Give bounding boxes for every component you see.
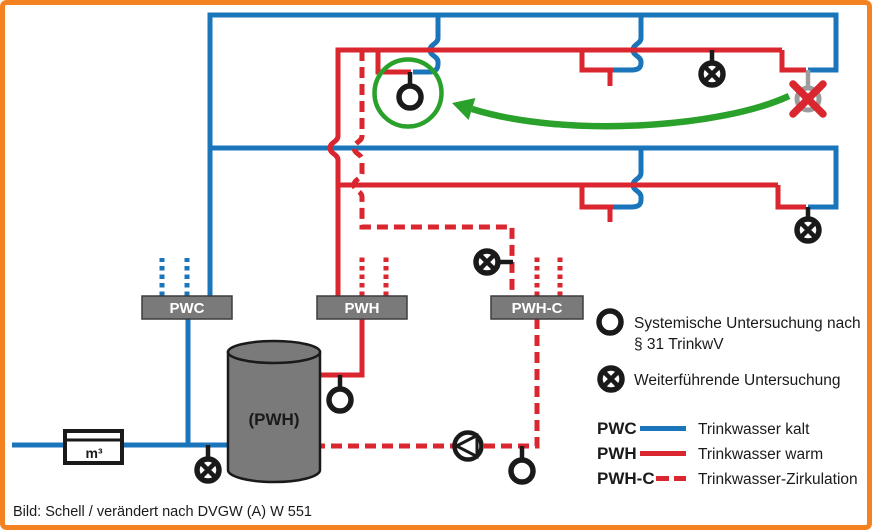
image-caption: Bild: Schell / verändert nach DVGW (A) W… [13,504,312,520]
legend-key-pwc-label: Trinkwasser kalt [698,421,810,438]
tank-body [226,350,322,484]
pwc-main-riser-and-top-line [207,12,839,296]
meter-label: m³ [85,445,102,461]
pwh-fixture-floor2-mid [579,185,613,210]
pwhc-circulation-pipes [320,50,563,449]
further-testing-icon [194,456,222,484]
systemic-sampling-icon [508,457,536,485]
tank-top [226,339,322,365]
legend-further-label: Weiterführende Untersuchung [634,372,841,389]
further-testing-icon [698,60,726,88]
pwh-main-riser-and-top-line [327,47,782,296]
pwc-drop-floor2-mid [613,148,644,210]
pwh-fixture-floor1-left [375,50,411,75]
systemic-sampling-icon [326,386,354,414]
sampling-symbols [194,50,827,485]
legend-further-icon [597,365,625,393]
pwh-fixture-floor1-right [779,50,806,73]
storage-tank: (PWH) [226,339,322,484]
legend-systemic-line2: § 31 TrinkwV [634,336,724,353]
legend: Systemische Untersuchung nach § 31 Trink… [596,308,861,488]
pwh-warm-water-pipes [318,47,806,378]
pwh-fixture-floor1-mid [579,50,613,73]
pwh-fixture-floor2-right [775,185,806,210]
further-testing-icon [473,248,501,276]
tank-label: (PWH) [249,410,300,429]
highlight-arrow-head [452,98,476,120]
legend-systemic-line1: Systemische Untersuchung nach [634,315,861,332]
pump-icon [452,430,484,462]
legend-key-pwhc-label: Trinkwasser-Zirkulation [698,471,858,488]
pwc-distributor-label: PWC [170,300,205,317]
pwc-drop-floor1-mid [613,15,644,73]
pwhc-distributor-label: PWH-C [512,300,563,317]
highlight-circle [372,57,444,129]
pwh-distributor-label: PWH [345,300,380,317]
pwc-floor2-line [210,145,839,210]
meter-body [63,429,124,465]
deactivated-outlet-icon [789,70,827,118]
pwhc-riser [351,50,515,296]
distributor-boxes: PWC PWH PWH-C [141,295,584,320]
pwhc-distributor-box [490,295,584,320]
pwc-distributor-box [141,295,233,320]
further-testing-icon [794,216,822,244]
legend-key-pwh-code: PWH [597,444,637,463]
legend-systemic-icon [596,308,624,336]
water-meter: m³ [63,429,124,465]
highlight-arrow-shaft [471,93,791,130]
pwhc-return-run [320,318,540,449]
legend-key-pwh-label: Trinkwasser warm [698,446,823,463]
pwh-tank-outlet [318,318,365,378]
pwc-cold-water-pipes [12,12,839,448]
legend-key-pwc-code: PWC [597,419,637,438]
systemic-sampling-icon [396,83,424,111]
green-highlight [372,57,791,130]
pwh-distributor-box [316,295,408,320]
legend-key-pwhc-code: PWH-C [597,469,655,488]
